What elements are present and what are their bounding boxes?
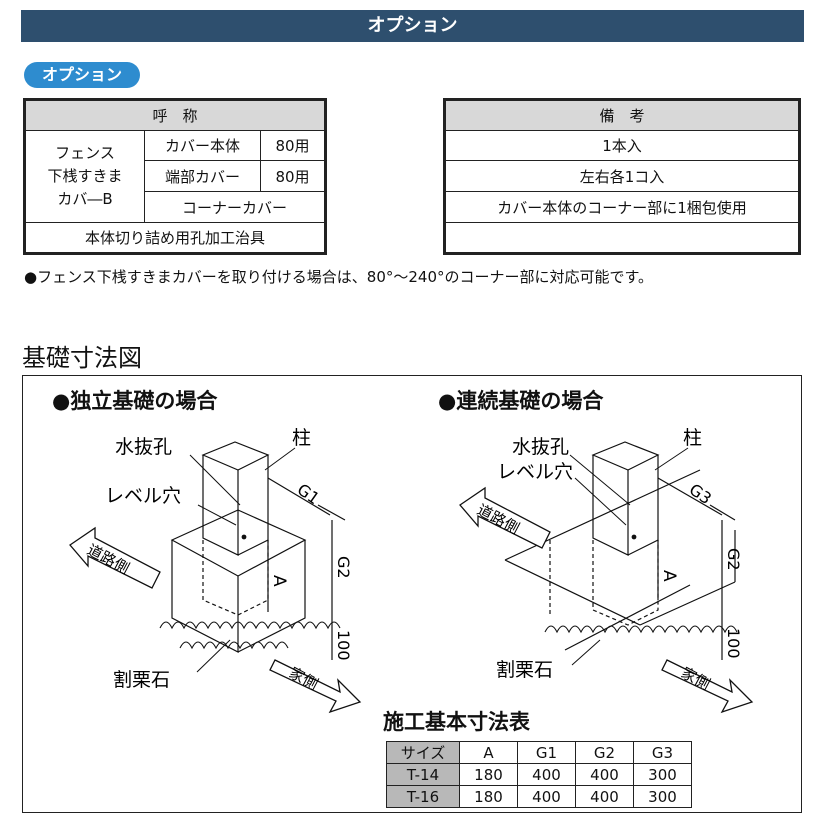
gravel-label: 割栗石 [113, 669, 170, 691]
column-header: G1 [517, 741, 576, 764]
column-header: A [459, 741, 518, 764]
a-dimension-label: A [269, 575, 289, 587]
page-banner: オプション [21, 10, 804, 42]
g2-dimension-label: G2 [724, 548, 743, 571]
right-diagram-title: ●連続基礎の場合 [438, 389, 604, 413]
row-name: コーナーカバー [144, 191, 326, 223]
dimension-table-title: 施工基本寸法表 [383, 710, 530, 734]
table-cell: 400 [517, 785, 576, 808]
left-diagram-title: ●独立基礎の場合 [52, 389, 218, 413]
level-hole-label: レベル穴 [105, 485, 181, 507]
table-cell: 400 [575, 785, 634, 808]
depth-100-label: 100 [334, 630, 353, 661]
row-remark: 1本入 [444, 130, 800, 161]
option-pill: オプション [24, 62, 140, 88]
post-label: 柱 [683, 427, 702, 449]
drain-hole-label: 水抜孔 [115, 436, 172, 458]
section-title: 基礎寸法図 [22, 344, 142, 372]
column-header: G3 [633, 741, 692, 764]
dimension-table: サイズ A G1 G2 G3 T-14 180 400 400 300 T-16… [386, 741, 692, 808]
table-row: T-14 180 400 400 300 [386, 763, 692, 786]
column-header: サイズ [386, 741, 460, 764]
table-cell: T-16 [386, 785, 460, 808]
row-size: 80用 [260, 130, 326, 161]
row-remark [444, 222, 800, 254]
table-cell: 300 [633, 785, 692, 808]
a-dimension-label: A [659, 570, 679, 582]
table-row: T-16 180 400 400 300 [386, 785, 692, 808]
depth-100-label: 100 [724, 628, 743, 659]
table-cell: 180 [459, 763, 518, 786]
gravel-label: 割栗石 [496, 659, 553, 681]
table-cell: 400 [517, 763, 576, 786]
options-name-table: 呼 称 フェンス 下桟すきま カバ―B カバー本体 80用 端部カバー 80用 … [23, 98, 327, 255]
options-remarks-table: 備 考 1本入 左右各1コ入 カバー本体のコーナー部に1梱包使用 [443, 98, 801, 255]
g2-dimension-label: G2 [334, 556, 353, 579]
row-name: 本体切り詰め用孔加工治具 [24, 222, 326, 254]
name-header: 呼 称 [24, 99, 326, 131]
g3-dimension-label: G3 [686, 480, 715, 509]
drain-hole-label: 水抜孔 [512, 436, 569, 458]
table-cell: 300 [633, 763, 692, 786]
product-group-label: フェンス 下桟すきま カバ―B [24, 130, 145, 223]
table-cell: 400 [575, 763, 634, 786]
table-cell: T-14 [386, 763, 460, 786]
level-hole-label: レベル穴 [497, 461, 573, 483]
diagram-frame [22, 375, 802, 813]
installation-note: ●フェンス下桟すきまカバーを取り付ける場合は、80°～240°のコーナー部に対応… [24, 268, 654, 286]
table-header-row: サイズ A G1 G2 G3 [386, 741, 692, 764]
table-cell: 180 [459, 785, 518, 808]
post-label: 柱 [292, 427, 311, 449]
row-name: カバー本体 [144, 130, 261, 161]
column-header: G2 [575, 741, 634, 764]
row-name: 端部カバー [144, 160, 261, 192]
